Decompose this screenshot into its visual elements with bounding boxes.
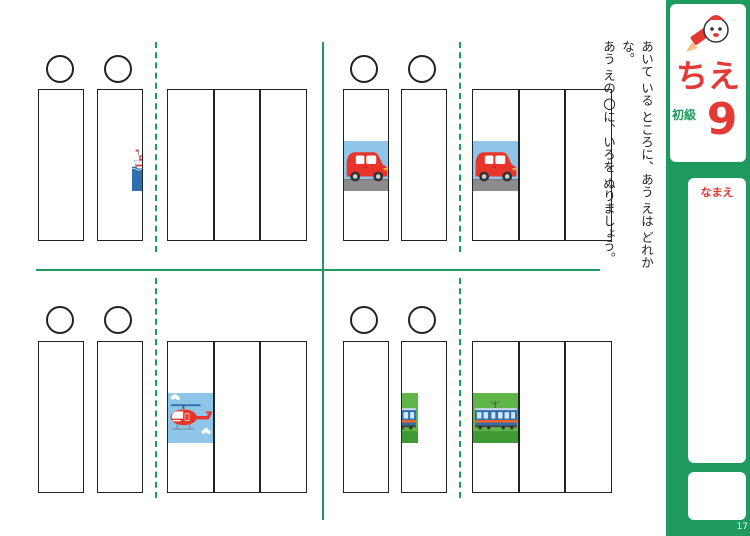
instruction-line-1: あいて いる ところに、あう えは どれかな。 (620, 40, 654, 269)
score-box[interactable] (688, 472, 746, 520)
title-text: ちえ (675, 57, 740, 95)
pencil-mascot-icon (686, 15, 729, 52)
page-number: 17 (736, 522, 748, 532)
puzzle-frame (167, 89, 307, 241)
option-strip-a[interactable] (343, 89, 389, 241)
answer-circle-b[interactable] (408, 306, 436, 334)
puzzle-frame (167, 341, 307, 493)
dashed-divider-2 (459, 42, 461, 252)
dashed-divider-3 (155, 278, 157, 498)
level-number: 9 (706, 94, 738, 145)
instruction-text: あいて いる ところに、あう えは どれかな。 あう えの 〇に、いろを ぬりま… (601, 40, 656, 280)
option-strip-b[interactable] (401, 341, 447, 493)
puzzle-frame (472, 89, 612, 241)
name-label: なまえ (700, 186, 734, 199)
option-strip-b[interactable] (401, 89, 447, 241)
option-strip-b[interactable] (97, 341, 143, 493)
header-panel: ちえ 初級 9 (670, 4, 746, 162)
answer-circle-a[interactable] (46, 55, 74, 83)
puzzle-frame (472, 341, 612, 493)
option-strip-a[interactable] (38, 341, 84, 493)
dashed-divider-1 (155, 42, 157, 252)
instruction-line-2: あう えの 〇に、いろを ぬりましょう。 (601, 40, 616, 265)
answer-circle-a[interactable] (350, 306, 378, 334)
grid-line-horizontal (36, 269, 600, 271)
name-panel[interactable]: なまえ (688, 178, 746, 463)
option-strip-a[interactable] (343, 341, 389, 493)
answer-circle-b[interactable] (104, 306, 132, 334)
answer-circle-a[interactable] (350, 55, 378, 83)
dashed-divider-4 (459, 278, 461, 498)
answer-circle-a[interactable] (46, 306, 74, 334)
answer-circle-b[interactable] (408, 55, 436, 83)
grid-line-vertical (322, 42, 324, 520)
answer-circle-b[interactable] (104, 55, 132, 83)
option-strip-a[interactable] (38, 89, 84, 241)
level-label: 初級 (672, 108, 697, 122)
sidebar: ちえ 初級 9 なまえ 17 (666, 0, 750, 536)
option-strip-b[interactable] (97, 89, 143, 241)
